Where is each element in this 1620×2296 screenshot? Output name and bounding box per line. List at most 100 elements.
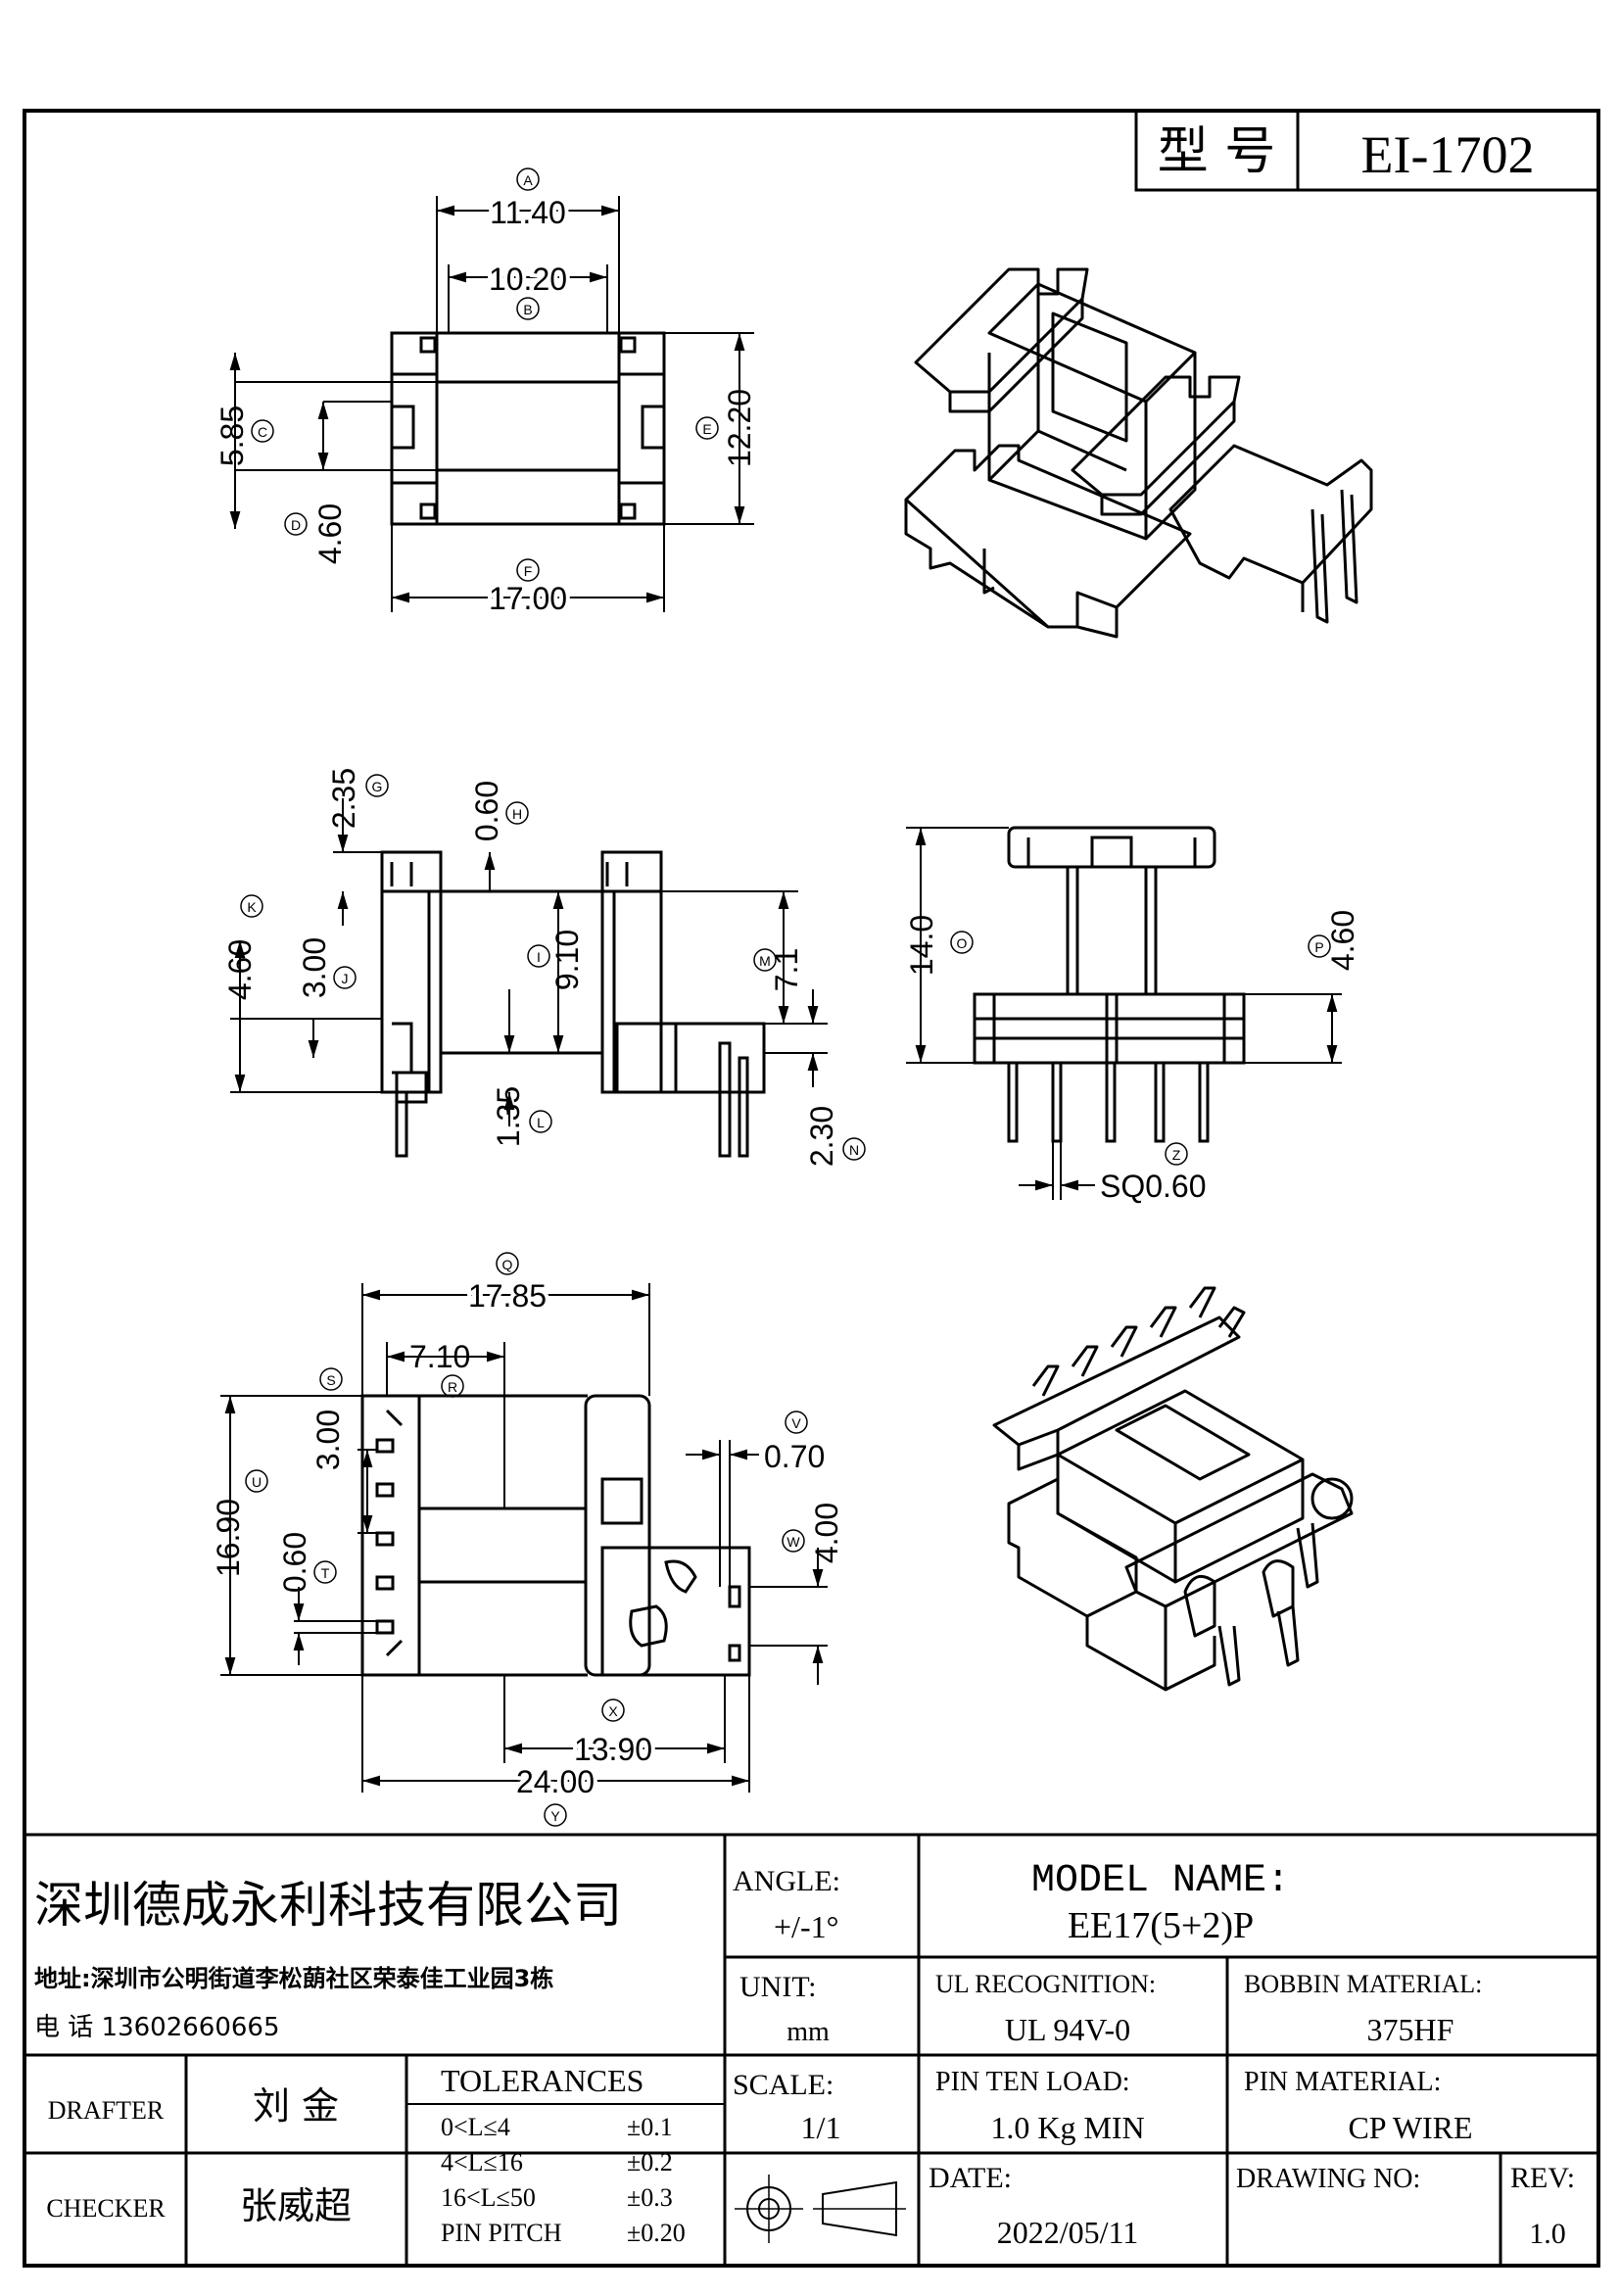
rev-value: 1.0 — [1529, 2218, 1566, 2250]
dim-label-H: 0.60 — [469, 781, 504, 841]
svg-text:R: R — [448, 1379, 457, 1395]
dim-label-E: 12.20 — [722, 389, 757, 467]
angle-label: ANGLE: — [733, 1865, 840, 1897]
bottom-view — [360, 1394, 751, 1677]
tolerance-value: ±0.20 — [627, 2219, 686, 2247]
dim-label-Q: 17.85 — [468, 1278, 547, 1314]
svg-text:H: H — [512, 806, 522, 822]
isometric-view-bottom — [992, 1286, 1354, 1692]
svg-text:I: I — [537, 949, 541, 965]
svg-text:B: B — [523, 302, 532, 317]
company-address: 地址:深圳市公明街道李松蓢社区荣泰佳工业园3栋 — [34, 1965, 553, 1992]
side-view — [380, 850, 766, 1158]
svg-text:F: F — [524, 563, 533, 579]
scale-label: SCALE: — [733, 2069, 834, 2101]
tolerance-range: 16<L≤50 — [441, 2183, 536, 2212]
drawing-no-label: DRAWING NO: — [1236, 2164, 1420, 2194]
svg-text:V: V — [791, 1415, 801, 1431]
svg-text:O: O — [957, 935, 968, 951]
top-view-dimensions — [229, 196, 754, 612]
drafter-value: 刘 金 — [253, 2084, 339, 2128]
svg-text:C: C — [258, 424, 267, 440]
top-view — [390, 331, 666, 526]
tolerance-table: 0<L≤4 ±0.1 4<L≤16 ±0.2 16<L≤50 ±0.3 PIN … — [441, 2113, 686, 2247]
dim-label-P: 4.60 — [1325, 910, 1360, 971]
drawing-border — [23, 109, 1600, 2268]
dim-label-M: 7.1 — [769, 948, 804, 991]
company-phone: 电 话 13602660665 — [34, 2013, 280, 2042]
svg-text:G: G — [372, 779, 383, 794]
bottom-view-labels: Q 17.85 17.85 7.10 R S 3.00 16.90 U 0.60… — [211, 1252, 844, 1827]
drafter-label: DRAFTER — [48, 2096, 165, 2125]
svg-text:Y: Y — [550, 1808, 560, 1824]
pin-material-value: CP WIRE — [1348, 2110, 1472, 2145]
unit-value: mm — [786, 2017, 830, 2047]
dim-label-I: 9.10 — [549, 930, 585, 990]
side-view-dimensions — [230, 798, 828, 1126]
front-view — [973, 826, 1246, 1143]
dim-label-U: 16.90 — [211, 1499, 246, 1577]
dim-label-N: 2.30 — [804, 1106, 839, 1167]
checker-label: CHECKER — [46, 2194, 166, 2223]
svg-text:13.90: 13.90 — [574, 1732, 652, 1767]
svg-text:Q: Q — [502, 1257, 513, 1272]
checker-value: 张威超 — [240, 2184, 352, 2227]
company-name: 深圳德成永利科技有限公司 — [34, 1877, 622, 1934]
date-label: DATE: — [929, 2162, 1012, 2194]
ul-value: UL 94V-0 — [1005, 2012, 1130, 2047]
svg-text:Z: Z — [1172, 1147, 1181, 1163]
isometric-view-top — [904, 267, 1373, 639]
svg-text:X: X — [608, 1703, 618, 1719]
unit-label: UNIT: — [739, 1971, 817, 2003]
pin-load-label: PIN TEN LOAD: — [935, 2067, 1130, 2097]
side-view-labels: 2.35 G 0.60 H 4.60 K 3.00 J I 9.10 1.35 … — [222, 768, 866, 1167]
tolerances-label: TOLERANCES — [441, 2063, 643, 2098]
dim-label-J: 3.00 — [297, 937, 332, 998]
scale-value: 1/1 — [801, 2110, 841, 2145]
dim-label-B: 10.20 — [489, 262, 567, 297]
pin-material-label: PIN MATERIAL: — [1244, 2067, 1441, 2097]
tolerance-range: 4<L≤16 — [441, 2148, 523, 2176]
dim-label-A: 11.40 — [490, 195, 566, 230]
dim-label-R: 7.10 — [409, 1339, 470, 1374]
dim-label-S: 3.00 — [310, 1410, 346, 1470]
svg-text:N: N — [849, 1142, 859, 1158]
dim-label-D: 4.60 — [312, 503, 348, 564]
svg-text:M: M — [759, 953, 771, 969]
dim-label-Z: SQ0.60 — [1100, 1169, 1207, 1204]
svg-text:17.00: 17.00 — [489, 581, 567, 616]
dim-label-Y: 24.00 — [516, 1764, 595, 1799]
dim-label-W: 4.00 — [809, 1503, 844, 1563]
model-name-label: MODEL NAME: — [1031, 1859, 1290, 1903]
rev-label: REV: — [1510, 2162, 1575, 2194]
tolerance-range: 0<L≤4 — [441, 2113, 510, 2141]
bobbin-label: BOBBIN MATERIAL: — [1244, 1970, 1482, 1998]
svg-text:D: D — [291, 517, 301, 533]
angle-value: +/-1° — [774, 1909, 838, 1944]
svg-text:T: T — [321, 1565, 330, 1581]
dim-label-F: 17.00 — [489, 581, 567, 616]
front-view-labels: 14.0 O P 4.60 Z SQ0.60 — [904, 910, 1360, 1204]
svg-text:A: A — [523, 172, 533, 188]
bobbin-value: 375HF — [1367, 2012, 1454, 2047]
svg-text:L: L — [537, 1115, 545, 1130]
dim-label-L: 1.35 — [491, 1086, 526, 1147]
model-box: 型 号 EI-1702 — [1134, 109, 1600, 192]
dim-label-V: 0.70 — [764, 1439, 825, 1474]
tolerance-value: ±0.1 — [627, 2113, 673, 2141]
dim-label-K: 4.60 — [222, 939, 258, 1000]
ul-label: UL RECOGNITION: — [935, 1970, 1156, 1998]
title-block — [24, 1833, 1598, 2266]
svg-text:K: K — [247, 899, 257, 915]
svg-text:P: P — [1314, 939, 1323, 955]
bottom-view-dimensions — [220, 1283, 828, 1793]
dim-label-T: 0.60 — [277, 1532, 312, 1593]
dim-label-C: 5.85 — [214, 406, 250, 466]
svg-text:W: W — [786, 1534, 800, 1550]
svg-text:E: E — [702, 421, 711, 437]
tolerance-range: PIN PITCH — [441, 2219, 562, 2247]
svg-text:11.40: 11.40 — [490, 195, 566, 230]
svg-text:10.20: 10.20 — [489, 262, 567, 297]
